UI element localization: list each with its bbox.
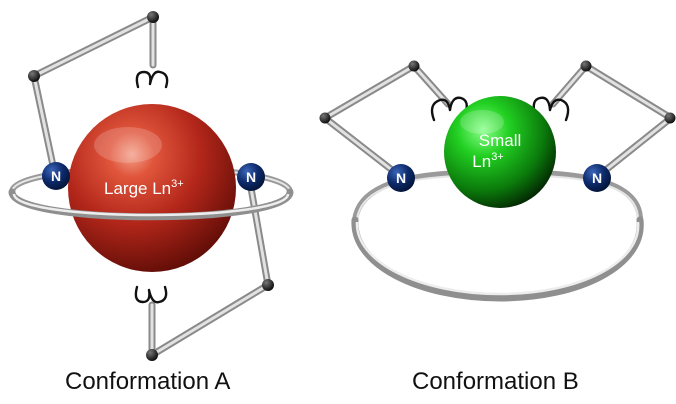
- large-ion-charge: 3+: [171, 178, 184, 190]
- atom-b-left-outer: [319, 112, 331, 124]
- small-ion-label-line1: Small: [479, 131, 522, 150]
- nitrogen-b-left-label: N: [396, 170, 406, 186]
- atom-a-top-left: [28, 70, 40, 82]
- nitrogen-a-right-label: N: [246, 169, 256, 185]
- nitrogen-a-right: N: [237, 163, 265, 191]
- atom-b-right-outer: [664, 112, 676, 124]
- donor-arc-a-top: [135, 70, 169, 89]
- atom-a-lower-right: [262, 279, 274, 291]
- nitrogen-b-right: N: [583, 164, 611, 192]
- small-ion-charge: 3+: [491, 151, 504, 163]
- small-ion-label-line2: Ln3+: [472, 151, 503, 171]
- ring-b-front: [351, 216, 644, 302]
- donor-arc-b-right: [532, 96, 570, 122]
- conformation-b: N N Small Ln3+: [319, 60, 676, 302]
- nitrogen-b-left: N: [387, 164, 415, 192]
- large-ion-label: Large Ln3+: [104, 178, 184, 198]
- small-ion-label-text: Ln: [472, 152, 491, 171]
- donor-arc-a-bottom: [134, 285, 168, 304]
- atom-b-left-top: [408, 60, 420, 72]
- large-ion-sphere: [68, 104, 236, 272]
- conformation-a: N N Large Ln3+: [8, 11, 294, 361]
- atom-a-bottom: [146, 349, 158, 361]
- atom-b-right-top: [580, 60, 592, 72]
- nitrogen-a-left: N: [42, 162, 70, 190]
- upper-arm-a: [30, 13, 157, 179]
- lower-arm-a: [148, 184, 272, 359]
- caption-conformation-b: Conformation B: [412, 368, 579, 395]
- nitrogen-b-right-label: N: [592, 170, 602, 186]
- nitrogen-a-left-label: N: [51, 168, 61, 184]
- large-ion-label-text: Large Ln: [104, 179, 171, 198]
- caption-conformation-a: Conformation A: [65, 368, 231, 395]
- atom-a-top: [147, 11, 159, 23]
- small-ion-sphere: [444, 96, 556, 208]
- right-arm-b: [549, 62, 675, 181]
- left-arm-b: [321, 62, 452, 181]
